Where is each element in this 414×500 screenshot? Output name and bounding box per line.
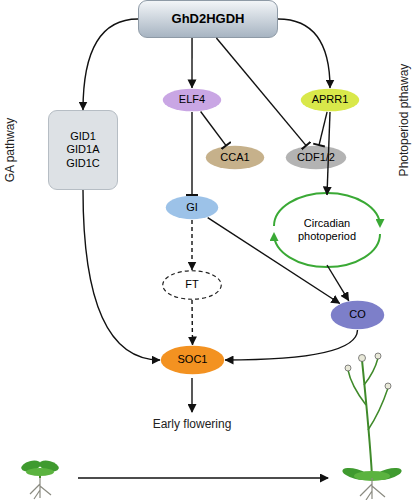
gene-ellipse: GI (165, 195, 219, 220)
ellipse-fill (206, 146, 265, 170)
ellipse-fill (301, 89, 360, 112)
gene-ellipse: FT (162, 270, 222, 300)
node-text: Circadian photoperiod (292, 217, 362, 243)
output-arrow (191, 378, 192, 412)
gene-ellipse: SOC1 (160, 345, 225, 375)
node-text: FT (185, 278, 198, 291)
node-text: SOC1 (178, 353, 208, 366)
activation-connector (327, 265, 349, 301)
gene-ellipse: CCA1 (205, 145, 265, 170)
inhibition-connector (191, 112, 192, 195)
gene-box: GID1 GID1A GID1C (48, 110, 118, 190)
pathway-label: Photoperiod pthaway (397, 64, 411, 177)
activation-connector (225, 330, 358, 360)
node-text: CO (349, 308, 366, 321)
inhibition-connector (319, 112, 327, 145)
node-text: GID1 GID1A GID1C (60, 130, 106, 170)
node-text: CCA1 (220, 151, 249, 164)
inhibition-connector (216, 38, 306, 146)
node-text: ELF4 (179, 93, 205, 106)
pathway-label: GA pathway (3, 118, 17, 183)
gene-ellipse: APRR1 (300, 88, 360, 112)
activation-connector (83, 19, 138, 110)
ellipse-fill (286, 146, 347, 170)
gene-ellipse: CDF1/2 (285, 145, 347, 170)
activation-connector (327, 112, 330, 195)
gene-box: GhD2HGDH (138, 0, 278, 38)
node-text: GhD2HGDH (172, 11, 245, 27)
activation-connector (191, 220, 192, 270)
node-text: APRR1 (312, 93, 349, 106)
gene-ellipse: CO (330, 300, 385, 330)
node-text: CDF1/2 (297, 151, 335, 164)
growth-arrow (78, 477, 328, 478)
flowering-plant-illustration (341, 353, 403, 500)
activation-connector (191, 38, 192, 88)
activation-connector (278, 19, 330, 88)
cycle-node: Circadian photoperiod (272, 195, 382, 265)
gene-ellipse: ELF4 (162, 88, 222, 112)
seedling-illustration (20, 459, 60, 499)
activation-connector (208, 218, 340, 304)
ellipse-fill (163, 271, 222, 300)
inhibition-connector (201, 111, 226, 145)
ellipse-fill (166, 196, 219, 220)
outcome-label: Early flowering (153, 417, 232, 431)
ellipse-fill (163, 89, 222, 112)
ellipse-fill (331, 301, 385, 330)
activation-connector (83, 190, 160, 360)
ellipse-fill (161, 346, 225, 375)
node-text: GI (186, 201, 198, 214)
activation-connector (191, 300, 193, 345)
